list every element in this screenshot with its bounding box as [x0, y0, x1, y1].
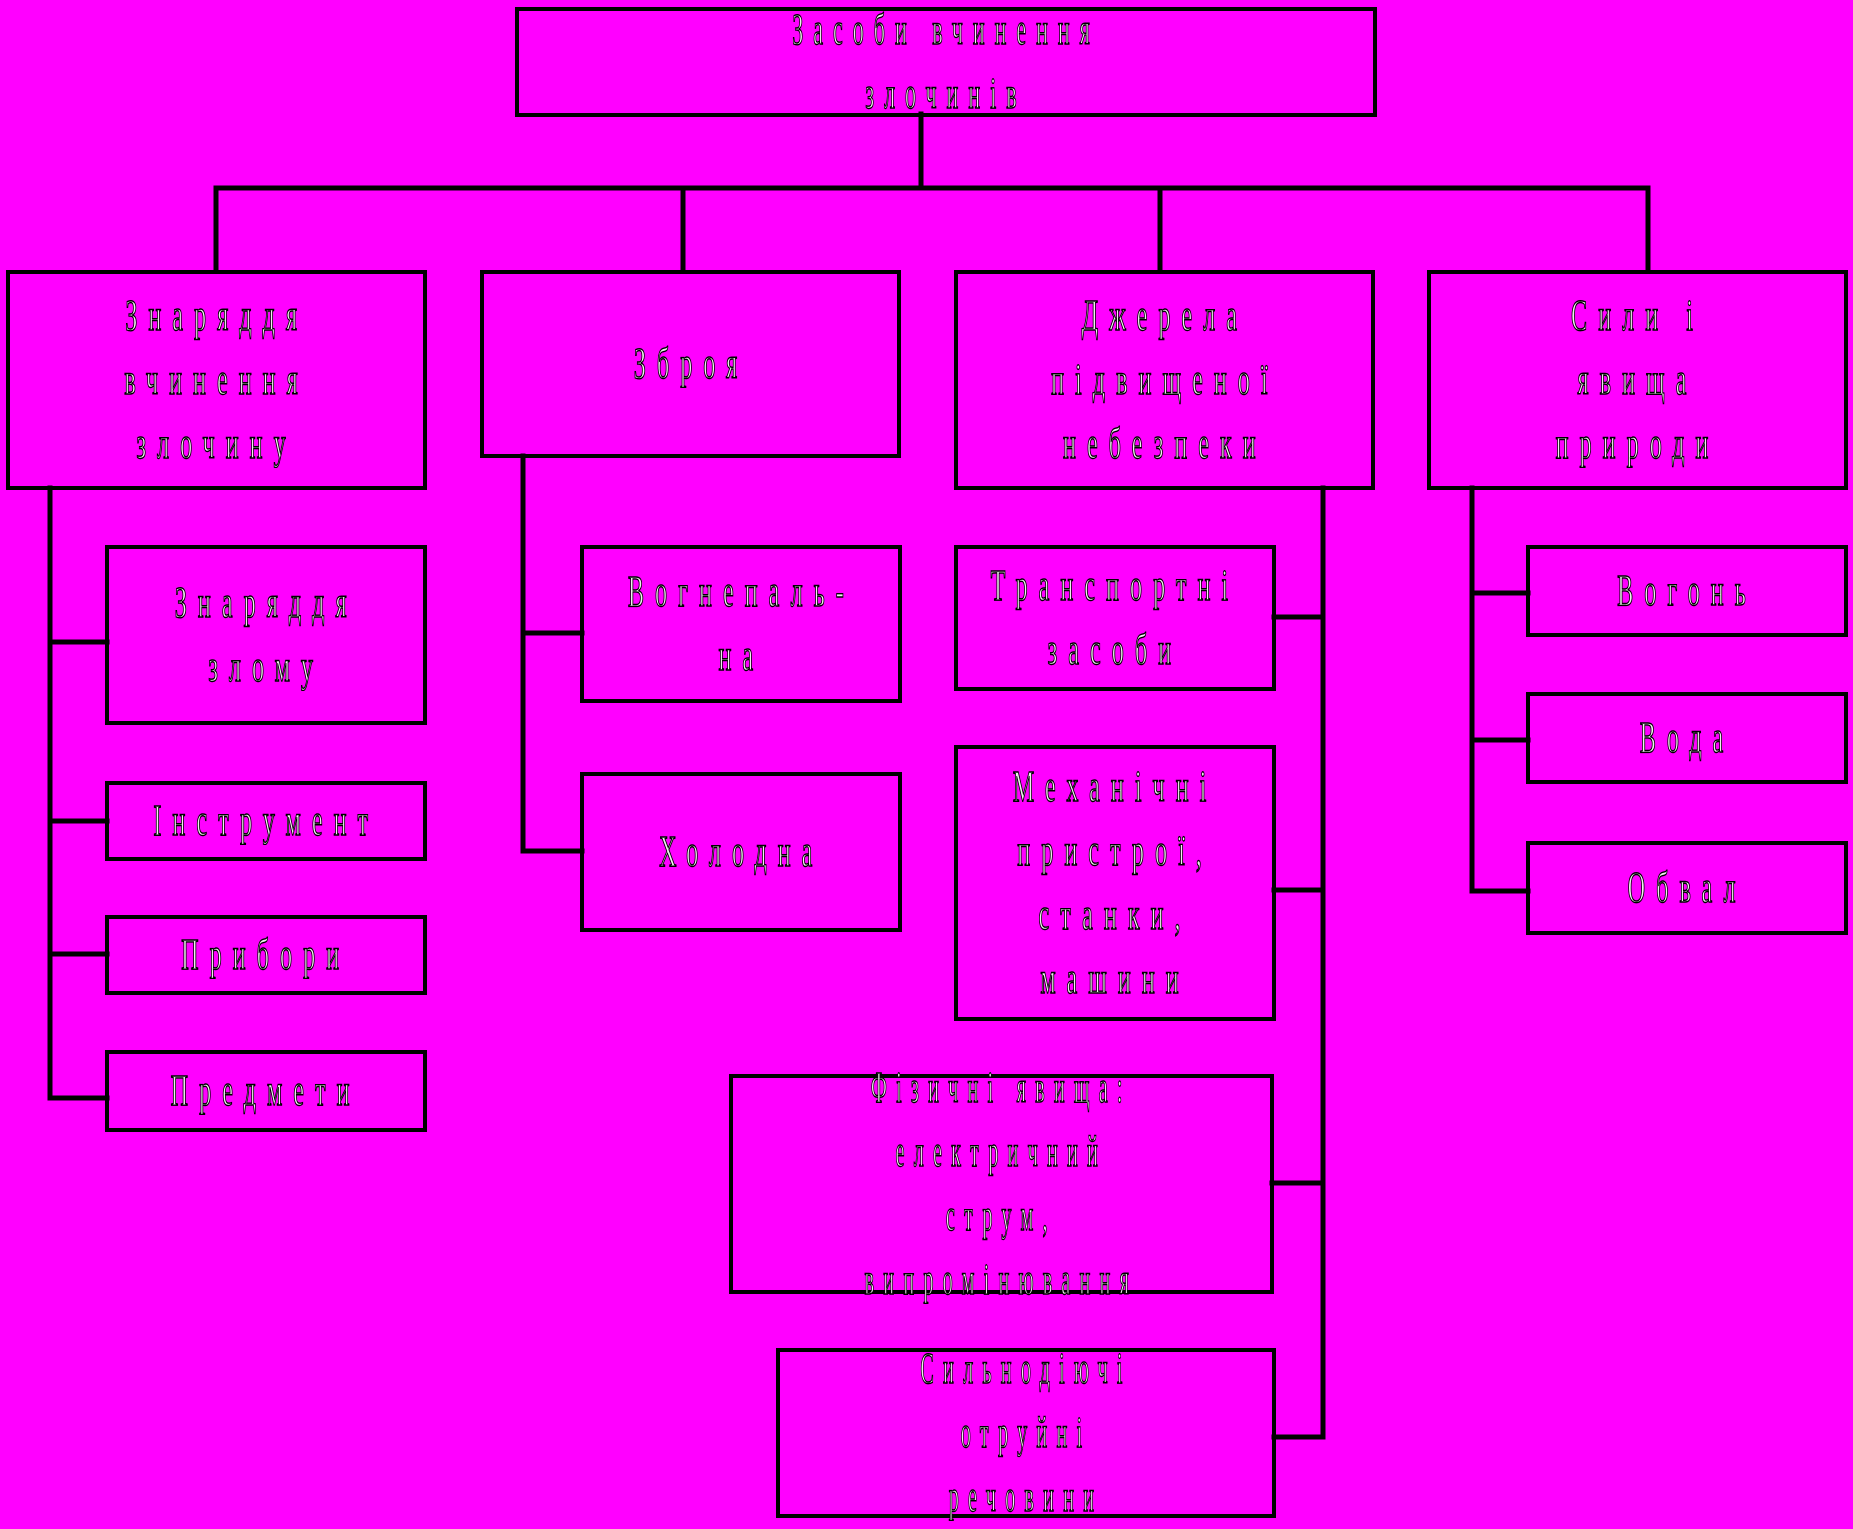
- category-node-tools-label: Знаряддя вчинення злочину: [124, 290, 309, 468]
- leaf-node-instrument-label: Інструмент: [153, 795, 379, 845]
- category-node-tools: Знаряддя вчинення злочину: [6, 270, 427, 490]
- category-node-weapons-label: Зброя: [633, 338, 748, 388]
- leaf-node-instrument: Інструмент: [105, 781, 427, 861]
- leaf-node-vehicles: Транспортні засоби: [954, 545, 1276, 691]
- leaf-node-physical-phenomena-label: Фізичні явища: електричний струм, випром…: [864, 1062, 1139, 1304]
- leaf-node-water-label: Вода: [1639, 712, 1735, 762]
- leaf-node-devices-label: Прибори: [181, 929, 351, 979]
- leaf-node-landslide-label: Обвал: [1627, 862, 1747, 912]
- category-node-hazard-sources: Джерела підвищеної небезпеки: [954, 270, 1375, 490]
- leaf-node-landslide: Обвал: [1526, 841, 1848, 935]
- leaf-node-physical-phenomena: Фізичні явища: електричний струм, випром…: [729, 1062, 1274, 1305]
- leaf-node-toxic-substances-label: Сильнодіючі отруйні речовини: [920, 1343, 1132, 1521]
- root-node-label: Засоби вчинення злочинів: [792, 4, 1100, 118]
- leaf-node-cold-weapons: Холодна: [580, 772, 902, 932]
- leaf-node-fire: Вогонь: [1526, 545, 1848, 637]
- leaf-node-water: Вода: [1526, 692, 1848, 784]
- leaf-node-cold-weapons-label: Холодна: [658, 826, 824, 876]
- leaf-node-burglary-tools: Знаряддя злому: [105, 545, 427, 725]
- leaf-node-machinery-label: Механічні пристрої, станки, машини: [1012, 761, 1218, 1003]
- leaf-node-toxic-substances: Сильнодіючі отруйні речовини: [776, 1343, 1276, 1522]
- category-node-natural-forces: Сили і явища природи: [1427, 270, 1848, 490]
- leaf-node-objects: Предмети: [105, 1050, 427, 1132]
- leaf-node-firearms: Вогнепаль- на: [580, 545, 902, 703]
- category-node-weapons: Зброя: [480, 270, 901, 458]
- leaf-node-fire-label: Вогонь: [1617, 565, 1757, 615]
- leaf-node-devices: Прибори: [105, 915, 427, 995]
- leaf-node-machinery: Механічні пристрої, станки, машини: [954, 745, 1276, 1021]
- root-node: Засоби вчинення злочинів: [515, 4, 1377, 119]
- category-node-natural-forces-label: Сили і явища природи: [1555, 290, 1720, 468]
- leaf-node-vehicles-label: Транспортні засоби: [990, 560, 1240, 674]
- category-node-hazard-sources-label: Джерела підвищеної небезпеки: [1050, 290, 1279, 468]
- leaf-node-burglary-tools-label: Знаряддя злому: [174, 577, 358, 691]
- leaf-node-firearms-label: Вогнепаль- на: [627, 566, 855, 680]
- leaf-node-objects-label: Предмети: [171, 1065, 361, 1115]
